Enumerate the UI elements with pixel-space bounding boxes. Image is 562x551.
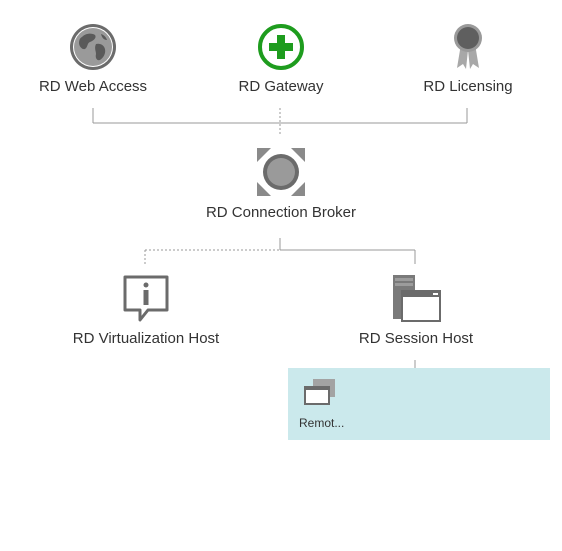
info-callout-icon (123, 275, 169, 322)
node-label: RD Connection Broker (205, 204, 357, 221)
broker-icon (257, 148, 305, 196)
node-label: RD Session Host (358, 330, 474, 347)
session-collection-tile[interactable]: Remot... (288, 368, 550, 440)
node-rd-session-host[interactable]: RD Session Host (326, 272, 506, 347)
award-ribbon-icon (454, 24, 482, 69)
green-plus-icon (258, 24, 304, 70)
node-label: RD Gateway (238, 78, 324, 95)
collection-label: Remot... (299, 416, 345, 430)
node-rd-web-access[interactable]: RD Web Access (33, 20, 153, 95)
globe-icon (70, 24, 116, 70)
remote-desktop-windows-icon (304, 379, 335, 405)
node-rd-connection-broker[interactable]: RD Connection Broker (191, 146, 371, 221)
node-label: RD Virtualization Host (72, 330, 220, 347)
node-label: RD Web Access (38, 78, 148, 95)
node-rd-licensing[interactable]: RD Licensing (408, 20, 528, 95)
node-rd-virtualization-host[interactable]: RD Virtualization Host (56, 272, 236, 347)
node-label: RD Licensing (423, 78, 513, 95)
server-window-icon (393, 275, 441, 322)
node-rd-gateway[interactable]: RD Gateway (221, 20, 341, 95)
